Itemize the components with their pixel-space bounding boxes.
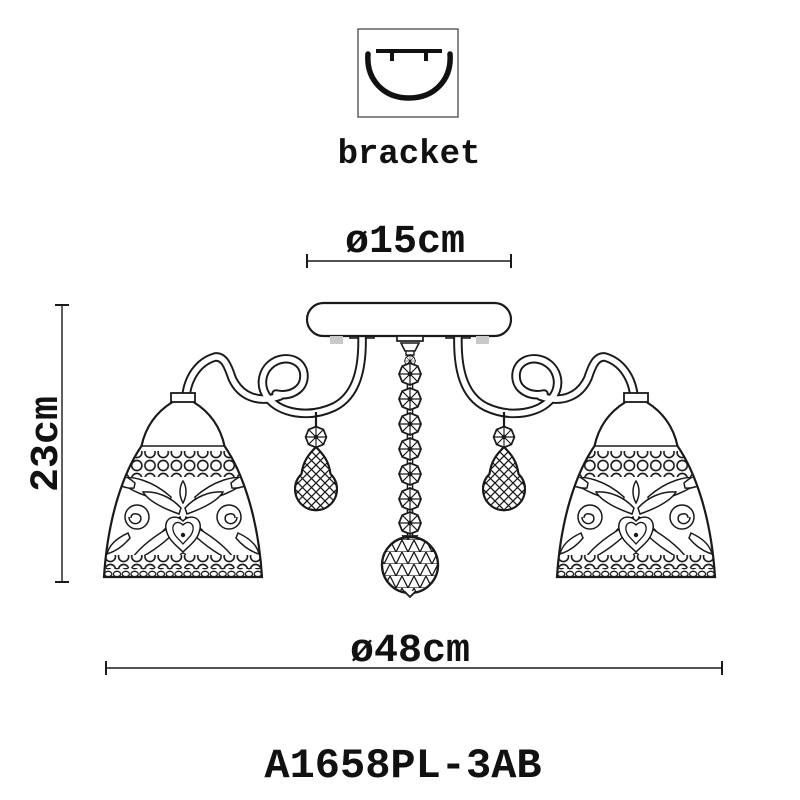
- lamp-shade-right: [557, 393, 715, 577]
- model-number: A1658PL-3AB: [264, 742, 541, 790]
- height-dimension: 23cm: [25, 304, 70, 583]
- canopy-diameter-label: ø15cm: [345, 220, 465, 265]
- bracket-mount-icon: [357, 28, 459, 118]
- chandelier-drawing: [104, 301, 715, 599]
- right-arm: [446, 333, 634, 413]
- left-arm: [186, 333, 374, 413]
- crystal-ball-finial: [380, 535, 440, 599]
- lamp-shade-left: [104, 393, 262, 577]
- bracket-label: bracket: [338, 136, 481, 174]
- mount-clip-right: [476, 336, 489, 344]
- ceiling-canopy-plate: [305, 301, 513, 338]
- canopy-diameter-dimension: ø15cm: [306, 220, 512, 268]
- mount-clip-left: [330, 336, 343, 344]
- crystal-pendant-right: [482, 412, 526, 512]
- overall-diameter-dimension: ø48cm: [105, 629, 723, 675]
- center-chain-crystal: [380, 335, 440, 599]
- overall-diameter-label: ø48cm: [350, 629, 470, 674]
- crystal-pendant-left: [294, 412, 338, 512]
- height-label: 23cm: [25, 396, 70, 492]
